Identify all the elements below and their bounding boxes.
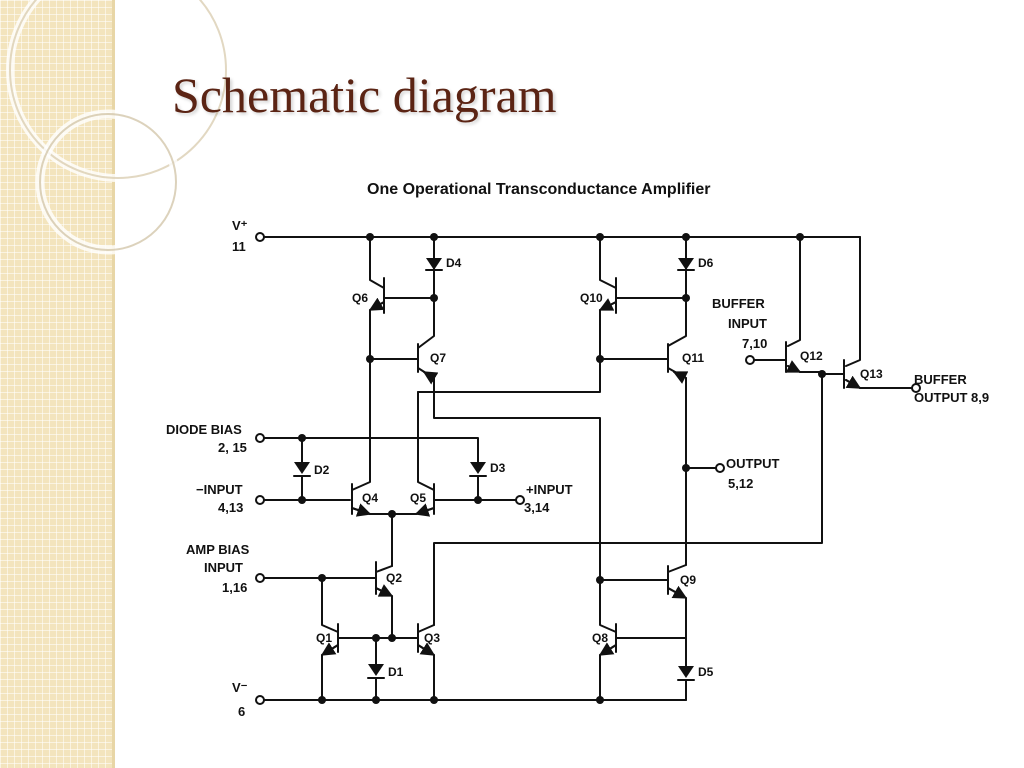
buffer-output-label-2: OUTPUT 8,9 (914, 390, 989, 405)
vplus-label: V⁺ (232, 218, 248, 233)
vminus-label: V⁻ (232, 680, 248, 695)
d1-label: D1 (388, 665, 404, 679)
wires (263, 236, 913, 701)
vminus-pin: 6 (238, 704, 245, 719)
decorative-circles (6, 0, 230, 255)
q1-label: Q1 (316, 631, 332, 645)
buffer-input-pins: 7,10 (742, 336, 767, 351)
sidebar-pattern (0, 0, 112, 768)
d5-label: D5 (698, 665, 714, 679)
q10-label: Q10 (580, 291, 603, 305)
amp-bias-pins: 1,16 (222, 580, 247, 595)
diode-bias-pins: 2, 15 (218, 440, 247, 455)
buffer-input-label-2: INPUT (728, 316, 767, 331)
plus-input-pins: 3,14 (524, 500, 550, 515)
q7-label: Q7 (430, 351, 446, 365)
q8-label: Q8 (592, 631, 608, 645)
junction-dots (298, 233, 826, 704)
output-pins: 5,12 (728, 476, 753, 491)
amp-bias-label-2: INPUT (204, 560, 243, 575)
page-title: Schematic diagram (172, 67, 557, 123)
d4-label: D4 (446, 256, 462, 270)
output-label: OUTPUT (726, 456, 780, 471)
d6-label: D6 (698, 256, 714, 270)
buffer-input-label: BUFFER (712, 296, 765, 311)
q2-label: Q2 (386, 571, 402, 585)
buffer-output-label: BUFFER (914, 372, 967, 387)
minus-input-pins: 4,13 (218, 500, 243, 515)
amp-bias-label: AMP BIAS (186, 542, 250, 557)
sidebar-edge (112, 0, 115, 768)
d2-label: D2 (314, 463, 330, 477)
terminals (255, 232, 921, 705)
diode-symbols (293, 258, 695, 681)
q3-label: Q3 (424, 631, 440, 645)
minus-input-label: −INPUT (196, 482, 243, 497)
q5-label: Q5 (410, 491, 426, 505)
diagram-title: One Operational Transconductance Amplifi… (367, 181, 710, 198)
q9-label: Q9 (680, 573, 696, 587)
q6-label: Q6 (352, 291, 368, 305)
q4-label: Q4 (362, 491, 378, 505)
emitter-arrows (320, 297, 862, 656)
d3-label: D3 (490, 461, 506, 475)
plus-input-label: +INPUT (526, 482, 573, 497)
vplus-pin: 11 (232, 239, 246, 254)
q12-label: Q12 (800, 349, 823, 363)
q11-label: Q11 (682, 351, 704, 365)
diode-bias-label: DIODE BIAS (166, 422, 242, 437)
q13-label: Q13 (860, 367, 883, 381)
